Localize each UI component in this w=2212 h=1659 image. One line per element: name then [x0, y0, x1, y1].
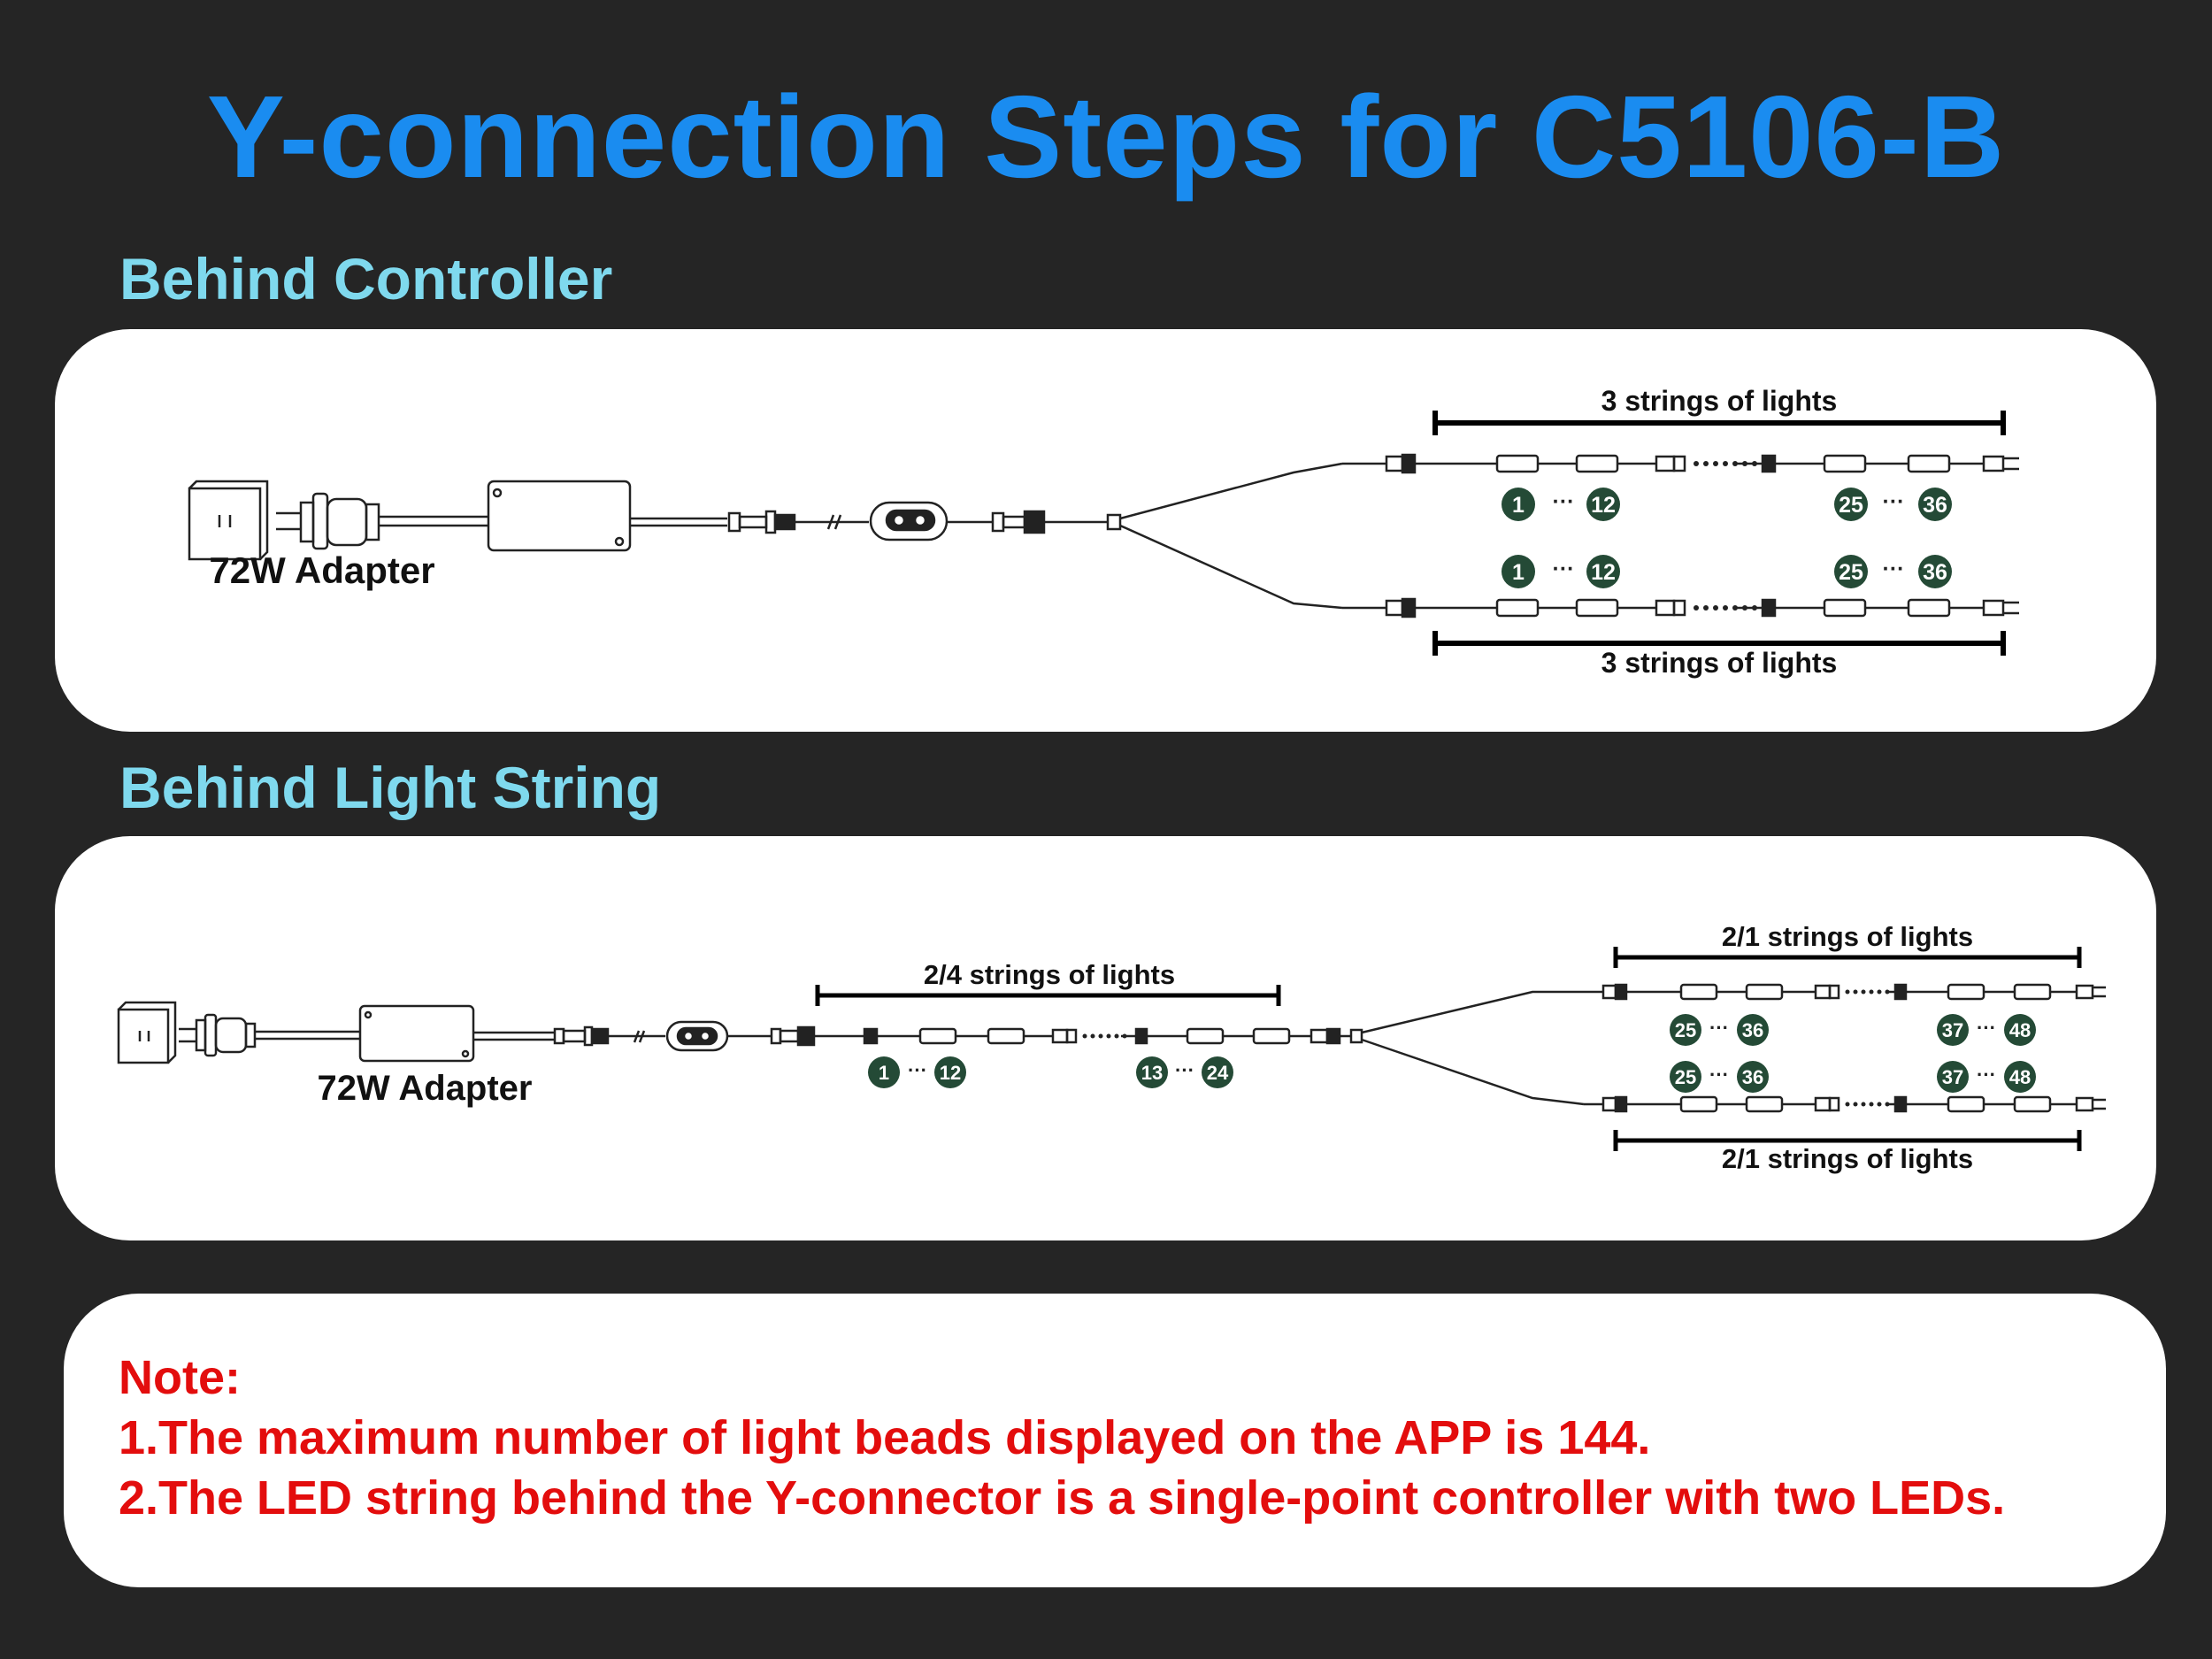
behind-light-string-panel: 72W Adapter 2/4 strings of lights 2/1 st… [55, 836, 2156, 1240]
badge-label: 1 [1512, 493, 1525, 518]
badge-circle [1670, 1061, 1701, 1093]
controller-icon [869, 501, 949, 541]
adapter-box-icon [487, 480, 727, 552]
badge-circle [1586, 555, 1620, 588]
badge-label: 36 [1923, 493, 1947, 518]
ellipsis: ··· [1553, 489, 1575, 514]
wall-outlet-icon [188, 480, 269, 561]
lower-string-line [1342, 597, 2019, 618]
ellipsis: ··· [1977, 1064, 1996, 1086]
plug-icon [276, 492, 488, 550]
note-line-2: 2.The LED string behind the Y-connector … [119, 1471, 2006, 1525]
ellipsis: ··· [1883, 557, 1905, 581]
badge-label: 12 [1591, 493, 1616, 518]
badge-label: 25 [1675, 1066, 1696, 1088]
badge-label: 13 [1141, 1062, 1163, 1084]
middle-dimension-bar [815, 985, 1281, 1006]
badge-label: 37 [1942, 1066, 1963, 1088]
badge-label: 24 [1207, 1062, 1229, 1084]
badge-label: 36 [1923, 560, 1947, 585]
badge-circle [934, 1056, 966, 1088]
badge-label: 25 [1839, 493, 1863, 518]
ellipsis: ··· [1175, 1059, 1194, 1081]
lower-dimension-bar [1432, 631, 2006, 656]
ellipsis: ··· [908, 1059, 927, 1081]
upper-right-dimension-bar [1613, 947, 2082, 968]
ellipsis: ··· [1553, 557, 1575, 581]
badge-circle [1834, 555, 1868, 588]
badge-label: 25 [1839, 560, 1863, 585]
lower-right-string-line [1584, 1095, 2106, 1113]
badge-circle [1737, 1014, 1769, 1046]
badge-circle [868, 1056, 900, 1088]
middle-string-line [814, 1027, 1351, 1045]
ellipsis: ··· [1977, 1017, 1996, 1039]
ellipsis: ··· [1883, 489, 1905, 514]
section-heading-behind-controller: Behind Controller [119, 246, 613, 311]
lower-right-strings-label: 2/1 strings of lights [1722, 1143, 1973, 1174]
badge-circle [1937, 1061, 1969, 1093]
upper-right-strings-label: 2/1 strings of lights [1722, 921, 1973, 952]
controller-icon [665, 1020, 729, 1052]
upper-strings-label: 3 strings of lights [1601, 385, 1838, 417]
badge-circle [1670, 1014, 1701, 1046]
badge-circle [1202, 1056, 1233, 1088]
badge-circle [1502, 555, 1535, 588]
adapter-label: 72W Adapter [209, 549, 434, 591]
badge-circle [1937, 1014, 1969, 1046]
badge-label: 36 [1742, 1019, 1763, 1041]
badge-circle [1918, 488, 1952, 521]
note-panel: Note: 1.The maximum number of light bead… [64, 1294, 2166, 1587]
badge-label: 1 [879, 1062, 889, 1084]
middle-strings-label: 2/4 strings of lights [924, 959, 1175, 990]
badge-label: 1 [1512, 560, 1525, 585]
section-heading-behind-light-string: Behind Light String [119, 755, 662, 820]
note-line-1: 1.The maximum number of light beads disp… [119, 1411, 1651, 1464]
adapter-label: 72W Adapter [317, 1069, 532, 1108]
ellipsis: ··· [1709, 1064, 1729, 1086]
badge-circle [2004, 1061, 2036, 1093]
badge-label: 48 [2009, 1066, 2031, 1088]
ellipsis: ··· [1709, 1017, 1729, 1039]
badge-label: 36 [1742, 1066, 1763, 1088]
badge-circle [1136, 1056, 1168, 1088]
badge-label: 25 [1675, 1019, 1696, 1041]
plug-icon [179, 1013, 360, 1057]
note-heading: Note: [119, 1351, 241, 1404]
behind-light-string-diagram: 72W Adapter 2/4 strings of lights 2/1 st… [117, 921, 2106, 1174]
badge-label: 37 [1942, 1019, 1963, 1041]
lower-right-dimension-bar [1613, 1130, 2082, 1151]
lower-strings-label: 3 strings of lights [1601, 647, 1838, 679]
upper-string-line [1342, 453, 2019, 474]
badge-circle [1737, 1061, 1769, 1093]
badge-label: 48 [2009, 1019, 2031, 1041]
upper-dimension-bar [1432, 411, 2006, 435]
upper-right-string-line [1584, 983, 2106, 1001]
badge-circle [2004, 1014, 2036, 1046]
adapter-box-icon [358, 1004, 555, 1063]
page-title: Y-connection Steps for C5106-B [206, 72, 2006, 202]
badge-label: 12 [940, 1062, 961, 1084]
behind-controller-diagram: 72W Adapter 3 strings of lights 3 string… [188, 385, 2019, 679]
badge-circle [1918, 555, 1952, 588]
badge-circle [1586, 488, 1620, 521]
behind-controller-panel: 72W Adapter 3 strings of lights 3 string… [55, 329, 2156, 732]
badge-circle [1834, 488, 1868, 521]
badge-label: 12 [1591, 560, 1616, 585]
wall-outlet-icon [117, 1001, 177, 1064]
badge-circle [1502, 488, 1535, 521]
